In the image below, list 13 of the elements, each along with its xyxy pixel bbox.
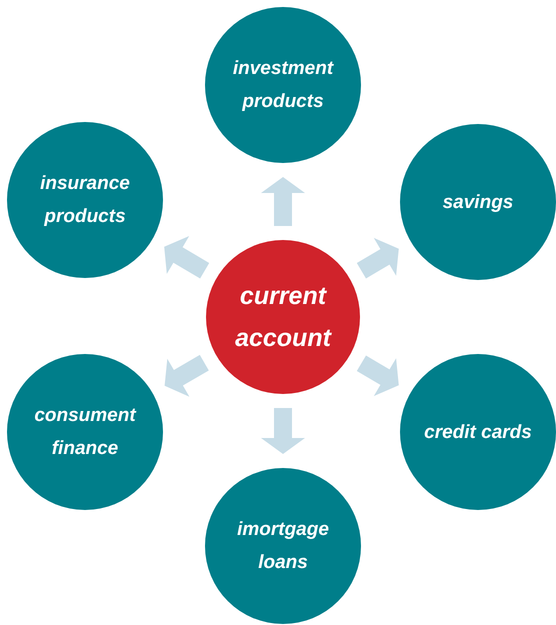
block-arrow xyxy=(164,354,209,397)
block-arrow xyxy=(356,356,399,396)
circle-label: consument finance xyxy=(33,404,138,461)
block-arrow xyxy=(261,408,305,454)
circle-label: credit cards xyxy=(424,420,532,444)
block-arrow xyxy=(356,238,399,278)
block-arrow xyxy=(164,236,210,278)
block-arrow xyxy=(261,177,305,226)
circle-label: insurance products xyxy=(39,172,131,229)
circle-label: current account xyxy=(234,281,333,354)
circle-label: savings xyxy=(442,190,514,214)
circle-label: imortgage loans xyxy=(236,518,330,575)
circle-label: investment products xyxy=(232,57,335,114)
